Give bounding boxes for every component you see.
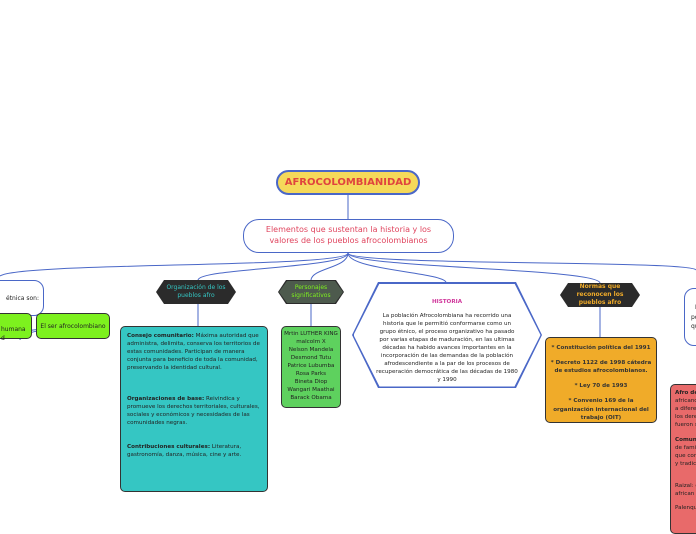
- organizacion-node[interactable]: Organización de los pueblos afro: [156, 280, 236, 304]
- red-line: y tradici: [675, 460, 696, 467]
- norma-item: * Convenio 169 de la organización intern…: [553, 398, 649, 421]
- personaje-name: Patrice Lubumba: [287, 362, 335, 369]
- historia-node[interactable]: HISTORIA La población Afrocolombiana ha …: [352, 282, 542, 388]
- red-line: Palenqu: [675, 505, 696, 512]
- personaje-name: Wangari Maathai: [287, 386, 335, 393]
- connector-lines: [0, 195, 696, 341]
- historia-text: La población Afrocolombiana ha recorrido…: [376, 312, 518, 384]
- personajes-label: Personajes significativos: [291, 283, 331, 299]
- normas-node[interactable]: Normas que reconocen los pueblos afro: [560, 283, 640, 307]
- green-right-text: El ser afrocolombiano: [40, 322, 106, 330]
- org-item-consejo: Consejo comunitario: Máxima autoridad qu…: [127, 333, 260, 372]
- right-red-box: Afro de africano a diferen los derec fue…: [670, 384, 696, 534]
- red-line: a diferen: [675, 406, 696, 413]
- right-partial-line: qu: [691, 323, 696, 331]
- red-line: Raizal: g: [675, 482, 696, 489]
- red-line: africano: [675, 398, 696, 405]
- org-item-base: Organizaciones de base: Reivindica y pro…: [127, 395, 260, 426]
- root-title: AFROCOLOMBIANIDAD: [284, 177, 412, 188]
- personaje-name: malcolm X: [296, 338, 326, 345]
- norma-item: * Ley 70 de 1993: [574, 383, 628, 390]
- normas-box: * Constitución política del 1991 * Decre…: [545, 337, 657, 423]
- personaje-name: Bineta Diop: [294, 378, 328, 385]
- red-line: fueron s: [675, 422, 696, 429]
- green-left-text: humana d: [1, 326, 26, 342]
- green-box-left[interactable]: humana d: [0, 313, 32, 342]
- right-partial-line: po: [691, 313, 696, 321]
- personaje-name: Nelson Mandela: [288, 346, 334, 353]
- left-partial-label: étnica son:: [5, 294, 39, 302]
- normas-label: Normas que reconocen los pueblos afro: [576, 282, 624, 307]
- subtopic-elementos[interactable]: Elementos que sustentan la historia y lo…: [243, 219, 454, 253]
- root-topic[interactable]: AFROCOLOMBIANIDAD: [276, 170, 420, 195]
- red-line: Comunid: [675, 436, 696, 443]
- personajes-box: Mrtin LUTHER KING malcolm X Nelson Mande…: [281, 326, 341, 408]
- left-partial-node[interactable]: étnica son:: [0, 280, 44, 316]
- norma-item: * Constitución política del 1991: [551, 345, 651, 351]
- personaje-name: Mrtin LUTHER KING: [284, 331, 338, 337]
- red-line: de famil: [675, 444, 696, 451]
- organizacion-box: Consejo comunitario: Máxima autoridad qu…: [120, 326, 268, 492]
- right-partial-node[interactable]: I po qu: [684, 288, 696, 346]
- organizacion-label: Organización de los pueblos afro: [166, 283, 226, 299]
- personaje-name: Rosa Parks: [295, 370, 327, 377]
- personaje-name: Desmond Tutu: [290, 354, 332, 361]
- personajes-node[interactable]: Personajes significativos: [278, 280, 344, 304]
- right-partial-line: I: [691, 303, 696, 313]
- red-line: african: [675, 491, 695, 498]
- red-line: los derec: [675, 414, 696, 421]
- personaje-name: Barack Obama: [290, 394, 332, 401]
- green-box-right[interactable]: El ser afrocolombiano: [36, 313, 110, 339]
- red-line: Afro de: [675, 390, 696, 396]
- org-item-contribuciones: Contribuciones culturales: Literatura, g…: [127, 443, 242, 459]
- red-line: que con: [675, 452, 696, 459]
- norma-item: * Decreto 1122 de 1998 cátedra de estudi…: [550, 360, 652, 375]
- historia-title: HISTORIA: [431, 298, 463, 305]
- subtopic-text: Elementos que sustentan la historia y lo…: [265, 225, 432, 245]
